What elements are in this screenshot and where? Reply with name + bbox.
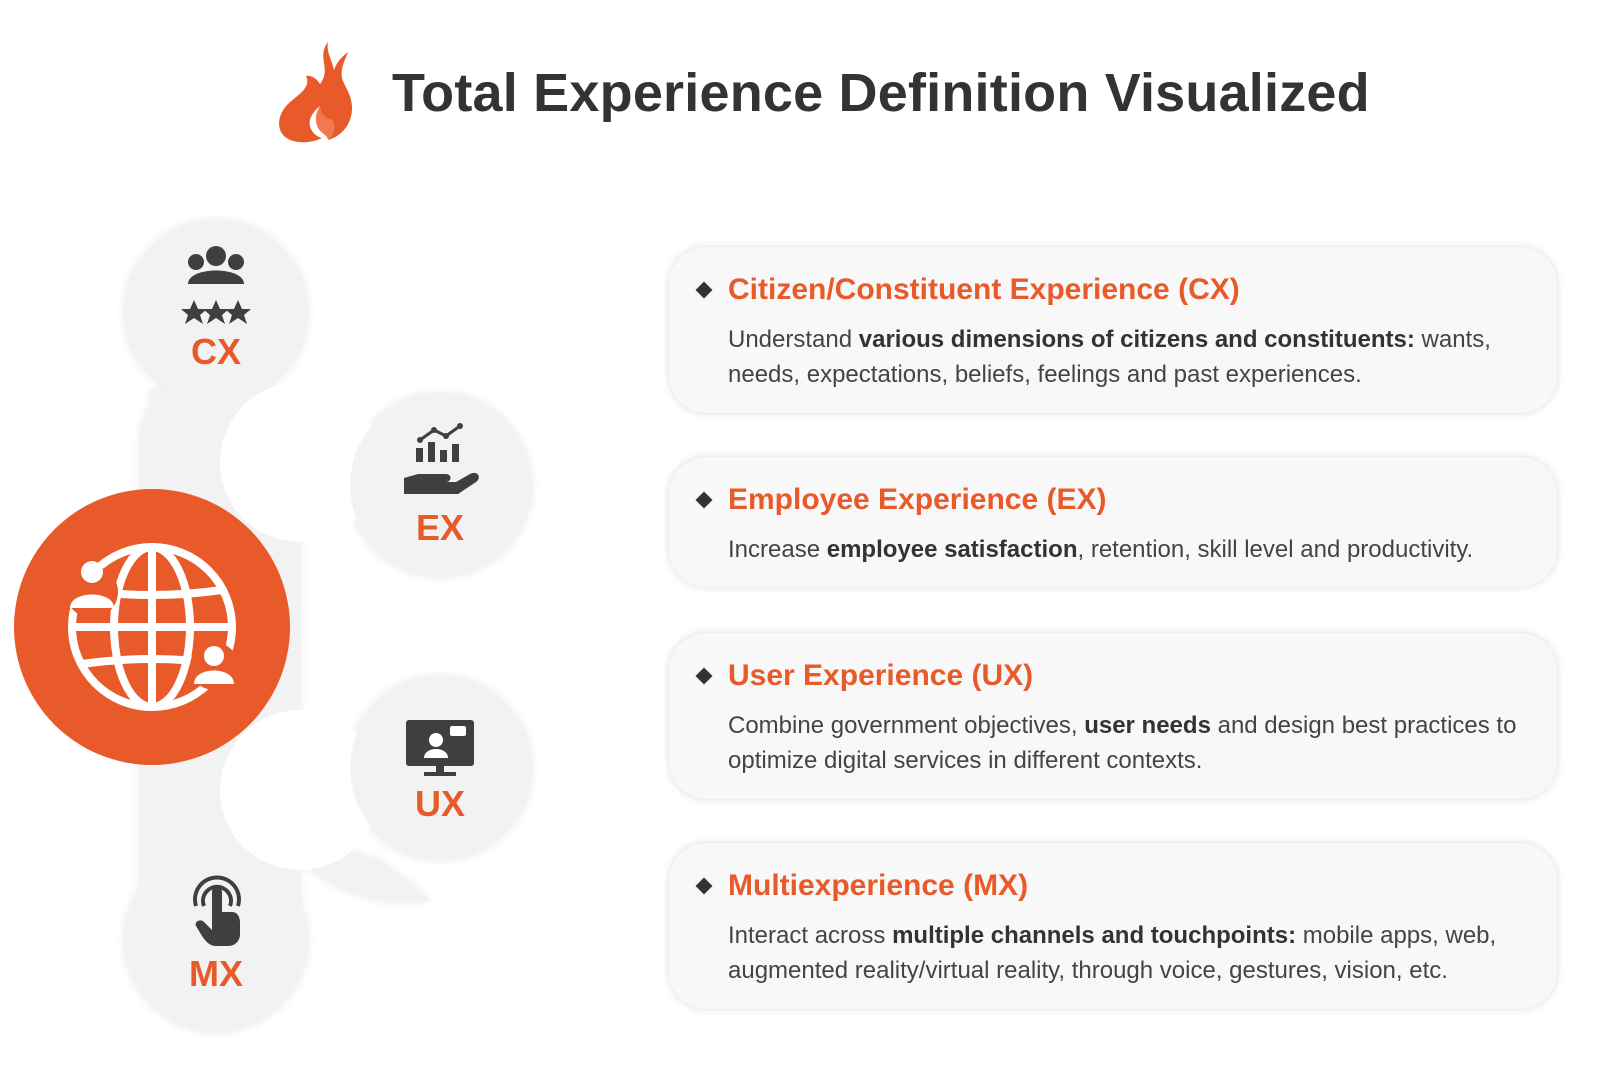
person-badge-left <box>66 561 118 618</box>
card-description: Combine government objectives, user need… <box>728 712 1517 774</box>
monitor-user-icon <box>406 720 474 776</box>
header: Total Experience Definition Visualized <box>0 0 1600 180</box>
card-description: Increase employee satisfaction, retentio… <box>728 536 1474 563</box>
flame-logo-icon <box>279 42 352 143</box>
bullet-diamond <box>695 281 713 299</box>
node-label-ux: UX <box>414 783 465 824</box>
card-description: Understand various dimensions of citizen… <box>728 326 1491 388</box>
bullet-diamond <box>695 877 713 895</box>
bullet-diamond <box>695 491 713 509</box>
gap-shape-top <box>220 382 380 542</box>
card-title: Multiexperience (MX) <box>728 869 1029 902</box>
card-title: Citizen/Constituent Experience (CX) <box>728 273 1240 306</box>
bullet-diamond <box>695 667 713 685</box>
node-label-cx: CX <box>190 331 241 372</box>
touch-gesture-icon <box>193 875 241 946</box>
card-ux: User Experience (UX) Combine government … <box>668 632 1558 800</box>
card-title: User Experience (UX) <box>728 659 1034 692</box>
person-badge-right <box>190 642 238 690</box>
people-rating-icon <box>181 246 251 324</box>
card-description: Interact across multiple channels and to… <box>728 922 1497 984</box>
card-title: Employee Experience (EX) <box>728 483 1107 516</box>
experience-diagram: CX EX UX MX <box>0 200 620 1071</box>
gap-shape-bottom <box>220 710 380 870</box>
card-ex: Employee Experience (EX) Increase employ… <box>668 456 1558 588</box>
node-label-ex: EX <box>415 507 465 548</box>
card-mx: Multiexperience (MX) Interact across mul… <box>668 842 1558 1010</box>
card-cx: Citizen/Constituent Experience (CX) Unde… <box>668 246 1558 414</box>
hand-chart-icon <box>404 423 479 494</box>
diagram-shapes <box>14 220 532 1032</box>
page-title: Total Experience Definition Visualized <box>392 63 1370 123</box>
node-label-mx: MX <box>189 953 243 994</box>
